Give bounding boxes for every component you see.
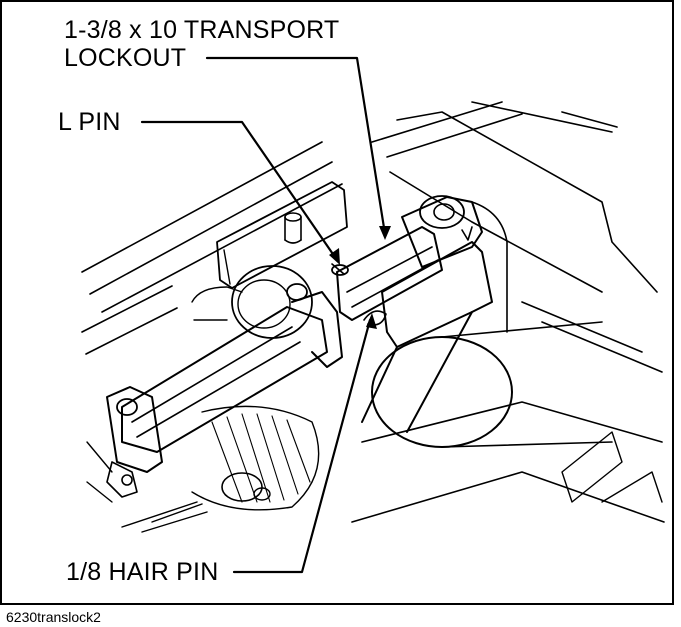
- bracket-plate: [216, 181, 348, 289]
- transport-lockout-label-line1: 1-3/8 x 10 TRANSPORT: [64, 16, 340, 44]
- figure-caption: 6230translock2: [6, 609, 101, 625]
- transport-lockout-label: 1-3/8 x 10 TRANSPORT LOCKOUT: [64, 16, 339, 72]
- figure-frame: 1-3/8 x 10 TRANSPORT LOCKOUT L PIN 1/8 H…: [0, 0, 674, 605]
- l-pin-label: L PIN: [58, 108, 121, 136]
- transport-lockout-label-line2: LOCKOUT: [64, 44, 187, 72]
- hydraulic-cylinder: [86, 283, 343, 533]
- wheel-hub: [191, 265, 320, 511]
- transport-lockout-tube: [331, 226, 443, 326]
- mechanical-drawing: [81, 56, 665, 574]
- hair-pin-label: 1/8 HAIR PIN: [66, 558, 219, 586]
- clevis-arm: [361, 195, 613, 448]
- frame-rails: [81, 101, 665, 523]
- leader-lines: [140, 56, 391, 574]
